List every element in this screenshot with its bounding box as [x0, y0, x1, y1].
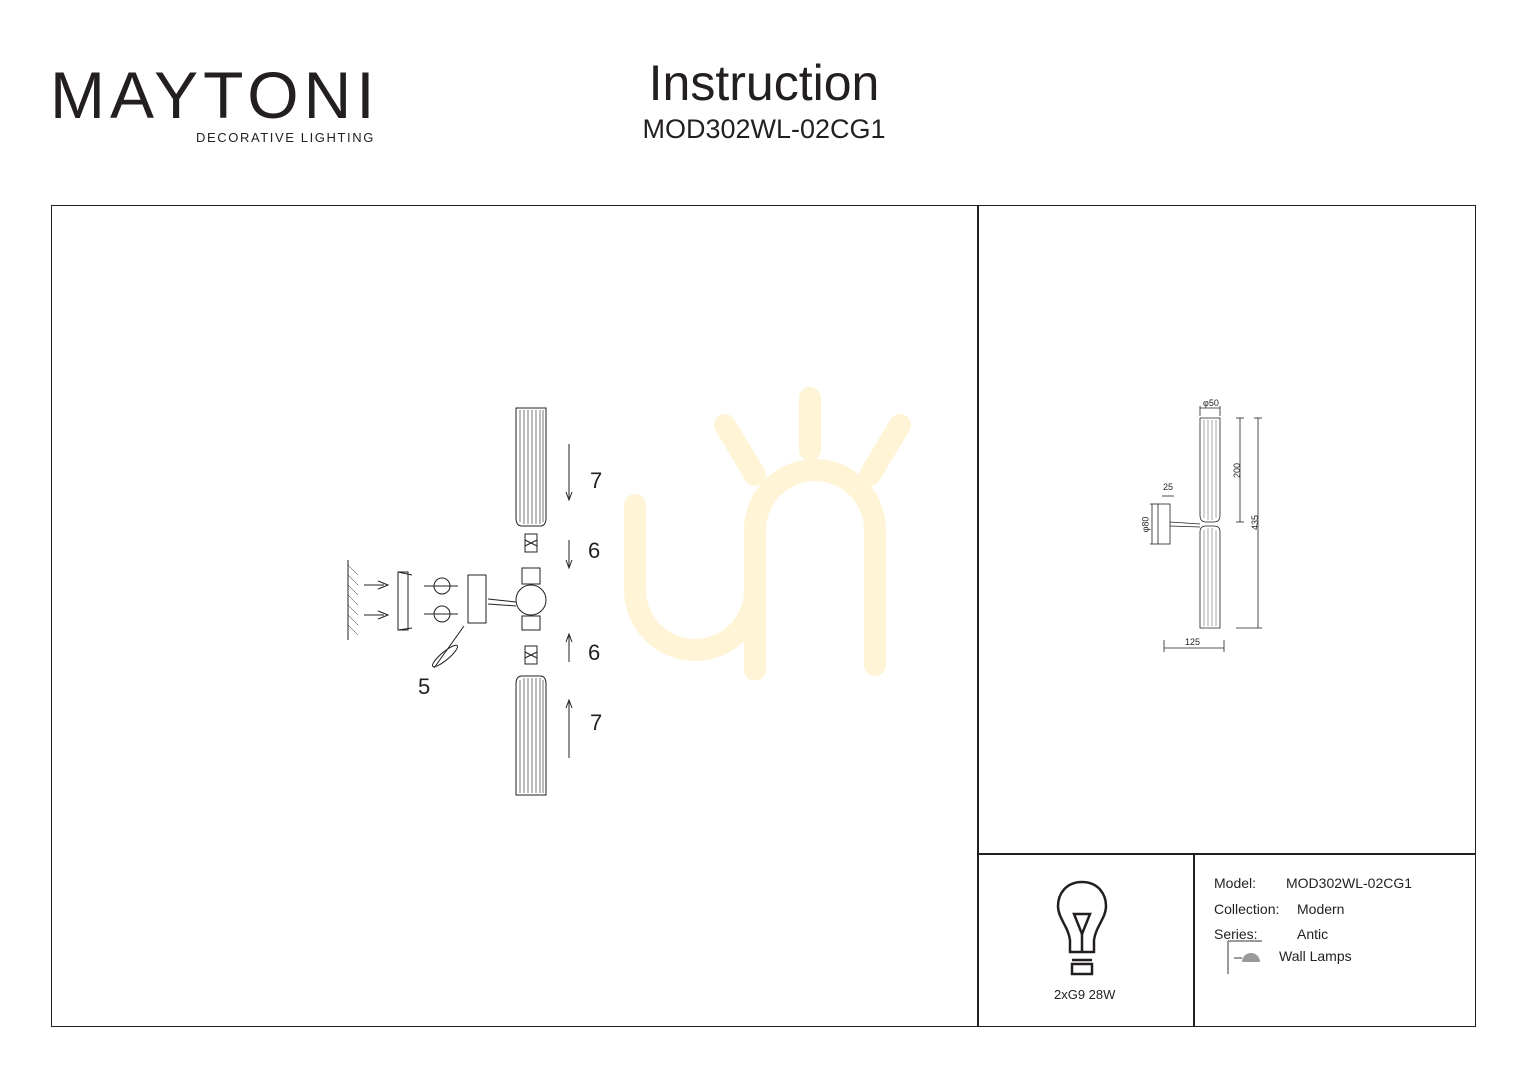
top-shade-ribs [519, 410, 544, 524]
model-code: MOD302WL-02CG1 [642, 114, 886, 144]
dim-total-height: 435 [1250, 514, 1261, 531]
bulb-spec: 2xG9 28W [1054, 987, 1116, 1002]
assembly-drawing [347, 407, 573, 796]
wall-lamp-icon [1227, 940, 1262, 974]
brand-name: MAYTONI [50, 58, 380, 132]
bottom-bulb [524, 645, 538, 665]
spec-collection-value: Modern [1297, 901, 1345, 917]
step-label-bottom-bulb: 6 [588, 640, 601, 665]
watermark-logo [624, 387, 911, 680]
drawing-frame [51, 205, 1476, 1027]
brand-logo: MAYTONI [50, 62, 380, 128]
spec-series-label: Series: [1214, 926, 1258, 942]
step-label-mounting: 5 [418, 674, 431, 699]
brand-tagline: DECORATIVE LIGHTING [196, 130, 375, 145]
bottom-shade-ribs [519, 678, 544, 793]
spec-divider [1193, 853, 1195, 1027]
central-body [515, 584, 547, 616]
spec-type-value: Wall Lamps [1279, 948, 1352, 964]
dim-width: 125 [1185, 637, 1201, 647]
frame-divider-horizontal [977, 853, 1476, 855]
wall-base [467, 574, 487, 624]
spec-series-value: Antic [1297, 926, 1329, 942]
dim-top-diameter: φ50 [1203, 398, 1219, 408]
bulb-icon [1056, 880, 1108, 976]
page-title: Instruction [648, 55, 880, 111]
spec-model-value: MOD302WL-02CG1 [1286, 875, 1413, 891]
dim-base-diameter: φ80 [1140, 516, 1151, 533]
step-label-bottom-shade: 7 [590, 710, 603, 735]
bottom-shade [515, 675, 547, 796]
dimension-drawing [1150, 406, 1262, 652]
dim-shade-height: 200 [1232, 462, 1243, 479]
step-label-top-shade: 7 [590, 468, 603, 493]
step-label-top-bulb: 6 [588, 538, 601, 563]
top-shade [515, 407, 547, 527]
spec-collection-label: Collection: [1214, 901, 1280, 917]
top-bulb [524, 533, 538, 553]
spec-model-label: Model: [1214, 875, 1257, 891]
dim-arm-depth: 25 [1163, 482, 1174, 492]
frame-divider-vertical [977, 205, 979, 1027]
